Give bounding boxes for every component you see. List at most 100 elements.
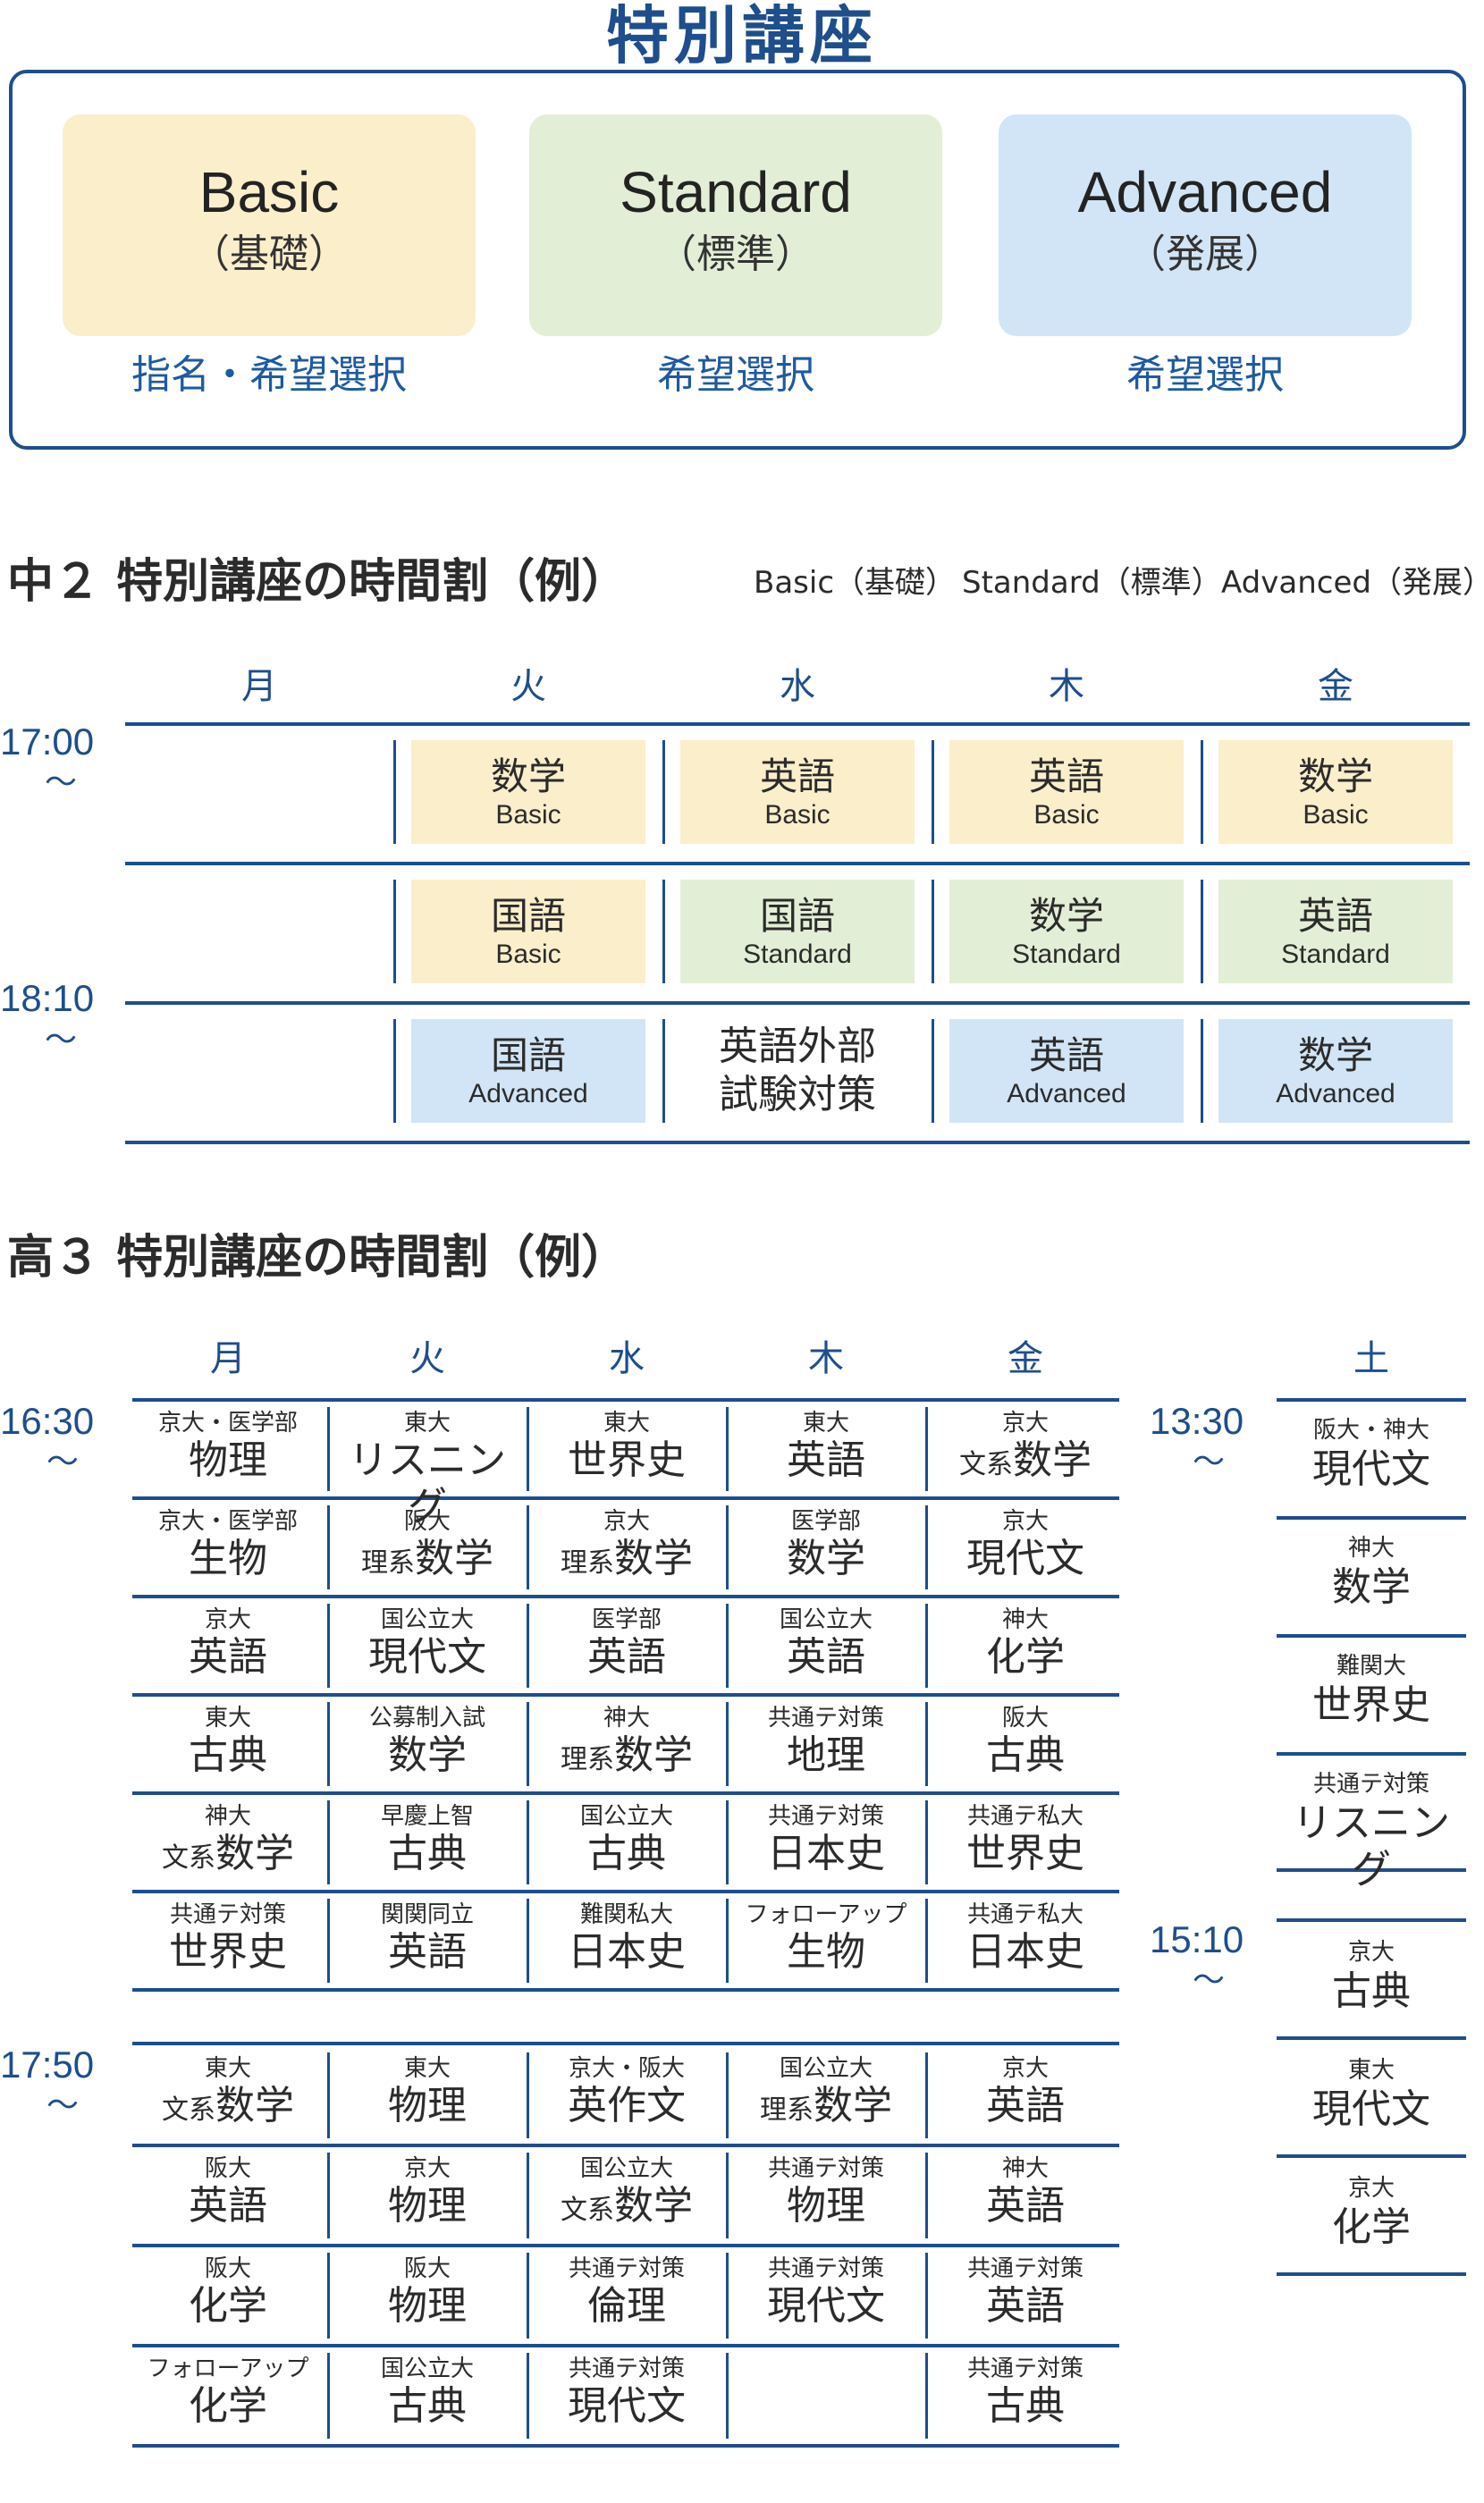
column-divider (726, 1800, 729, 1884)
timetable-cell: 東大現代文 (1277, 2045, 1466, 2153)
cell-qualifier: 京大・医学部 (157, 1508, 298, 1535)
cell-subject-line: 現代文 (331, 1634, 524, 1681)
cell-qualifier: 阪大 (403, 2255, 451, 2282)
column-divider (726, 1505, 729, 1589)
cell-subject: 倫理 (587, 2283, 666, 2329)
cell-level: Advanced (1276, 1079, 1395, 1108)
cell-subject: 英語 (986, 2283, 1065, 2329)
timetable-cell: 難関大世界史 (1277, 1641, 1466, 1749)
cell-qualifier: 京大 (1347, 1939, 1395, 1966)
cell-subject-line: 理系数学 (530, 1536, 723, 1587)
column-divider (726, 1407, 729, 1491)
row-divider (1277, 1752, 1466, 1756)
timetable-cell: 医学部数学 (729, 1500, 923, 1593)
cell-subject: 古典 (587, 1831, 666, 1876)
cell-qualifier: 難関大 (1336, 1653, 1406, 1680)
row-divider (132, 1693, 1119, 1697)
cell-qualifier: フォローアップ (147, 2356, 309, 2382)
cell-subject: 地理 (787, 1732, 865, 1778)
column-divider (527, 2353, 529, 2439)
row-divider (132, 1398, 1119, 1402)
cell-subject-line: 古典 (131, 1732, 325, 1779)
cell-subject-line: 文系数学 (131, 1831, 325, 1882)
tilde-mark: 〜 (1193, 1444, 1226, 1480)
cell-subject: 世界史 (568, 1437, 686, 1483)
course-name: Advanced (1077, 160, 1333, 224)
cell-subject-line: リスニング (331, 1437, 524, 1530)
cell-subject: 国語 (490, 1033, 566, 1077)
column-divider (662, 880, 665, 983)
timetable-cell: 公募制入試数学 (331, 1697, 524, 1790)
cell-subject: 現代文 (1312, 1446, 1430, 1492)
timetable-cell: 共通テ対策古典 (929, 2347, 1122, 2442)
cell-qualifier: 医学部 (790, 1508, 861, 1535)
cell-level: Advanced (468, 1079, 588, 1108)
cell-subject-line: 物理 (331, 2283, 524, 2330)
cell-qualifier: 京大 (603, 1508, 650, 1535)
cell-subject: 数学 (614, 1732, 693, 1778)
column-divider (527, 1407, 529, 1491)
cell-qualifier: 阪大 (1001, 1705, 1049, 1732)
cell-subject: 古典 (189, 1732, 267, 1778)
course-card-standard: Standard（標準） (529, 114, 942, 336)
course-subtitle: （基礎） (190, 232, 348, 277)
course-card-advanced: Advanced（発展） (999, 114, 1412, 336)
day-header: 金 (1318, 666, 1353, 707)
column-divider (327, 1505, 330, 1589)
cell-qualifier: 国公立大 (380, 1606, 474, 1633)
cell-subject-line: 古典 (331, 2383, 524, 2430)
time-label: 15:10 (1150, 1918, 1244, 1960)
cell-qualifier: 公募制入試 (368, 1705, 485, 1732)
page-title: 特別講座 (606, 0, 878, 72)
course-selection-note: 希望選択 (1126, 352, 1284, 398)
cell-qualifier: 共通テ対策 (767, 2255, 884, 2282)
cell-subject-line: 生物 (729, 1929, 923, 1976)
timetable-cell: 早慶上智古典 (331, 1795, 524, 1888)
cell-subject: 数学 (614, 2183, 693, 2229)
cell-subject: 現代文 (368, 1634, 486, 1680)
column-divider (726, 2052, 729, 2138)
column-divider (1201, 740, 1203, 844)
row-divider (1277, 1516, 1466, 1520)
cell-subject-line: 古典 (929, 2383, 1122, 2430)
cell-subject-line: 文系数学 (131, 2083, 325, 2134)
cell-qualifier: 東大 (1347, 2057, 1395, 2084)
middle2-title: 中２ 特別講座の時間割（例） (7, 555, 628, 609)
timetable-cell: 東大リスニング (331, 1402, 524, 1530)
cell-subject: 英語 (759, 754, 835, 798)
row-divider (132, 2042, 1119, 2045)
timetable-cell: 阪大・神大現代文 (1277, 1405, 1466, 1513)
timetable-cell: 阪大物理 (331, 2247, 524, 2342)
timetable-cell: 共通テ対策現代文 (530, 2347, 723, 2442)
column-divider (726, 2153, 729, 2238)
cell-qualifier: 東大 (403, 2055, 451, 2082)
cell-subject-line: 英語 (929, 2183, 1122, 2229)
column-divider (925, 1505, 928, 1589)
timetable-cell: 阪大古典 (929, 1697, 1122, 1790)
cell-qualifier: 共通テ対策 (767, 1705, 884, 1732)
cell-subject-line: 現代文 (929, 1536, 1122, 1582)
cell-subject-line: 化学 (131, 2283, 325, 2330)
cell-subject-line: 理系数学 (530, 1732, 723, 1783)
cell-subject-line: 理系数学 (331, 1536, 524, 1587)
row-divider (125, 1001, 1470, 1005)
cell-level: Basic (764, 800, 831, 830)
legend-advanced: Advanced（発展） (1221, 565, 1484, 601)
timetable-cell: 国公立大古典 (331, 2347, 524, 2442)
cell-subject: 物理 (189, 1437, 267, 1483)
column-divider (527, 2153, 529, 2238)
cell-subject: 国語 (759, 894, 835, 938)
legend-standard: Standard（標準） (962, 565, 1222, 601)
cell-subject-line: 古典 (331, 1831, 524, 1877)
cell-subject-line: 数学 (331, 1732, 524, 1779)
cell-subject: 化学 (189, 2383, 267, 2429)
column-divider (393, 1019, 396, 1123)
timetable-cell: 京大英語 (929, 2047, 1122, 2142)
cell-qualifier: 東大 (403, 1410, 451, 1437)
cell-qualifier: 共通テ対策 (169, 1901, 286, 1928)
row-divider (132, 2144, 1119, 2147)
timetable-cell: 共通テ対策物理 (729, 2147, 923, 2242)
row-divider (132, 2444, 1119, 2448)
cell-qualifier: 共通テ対策 (966, 2255, 1083, 2282)
